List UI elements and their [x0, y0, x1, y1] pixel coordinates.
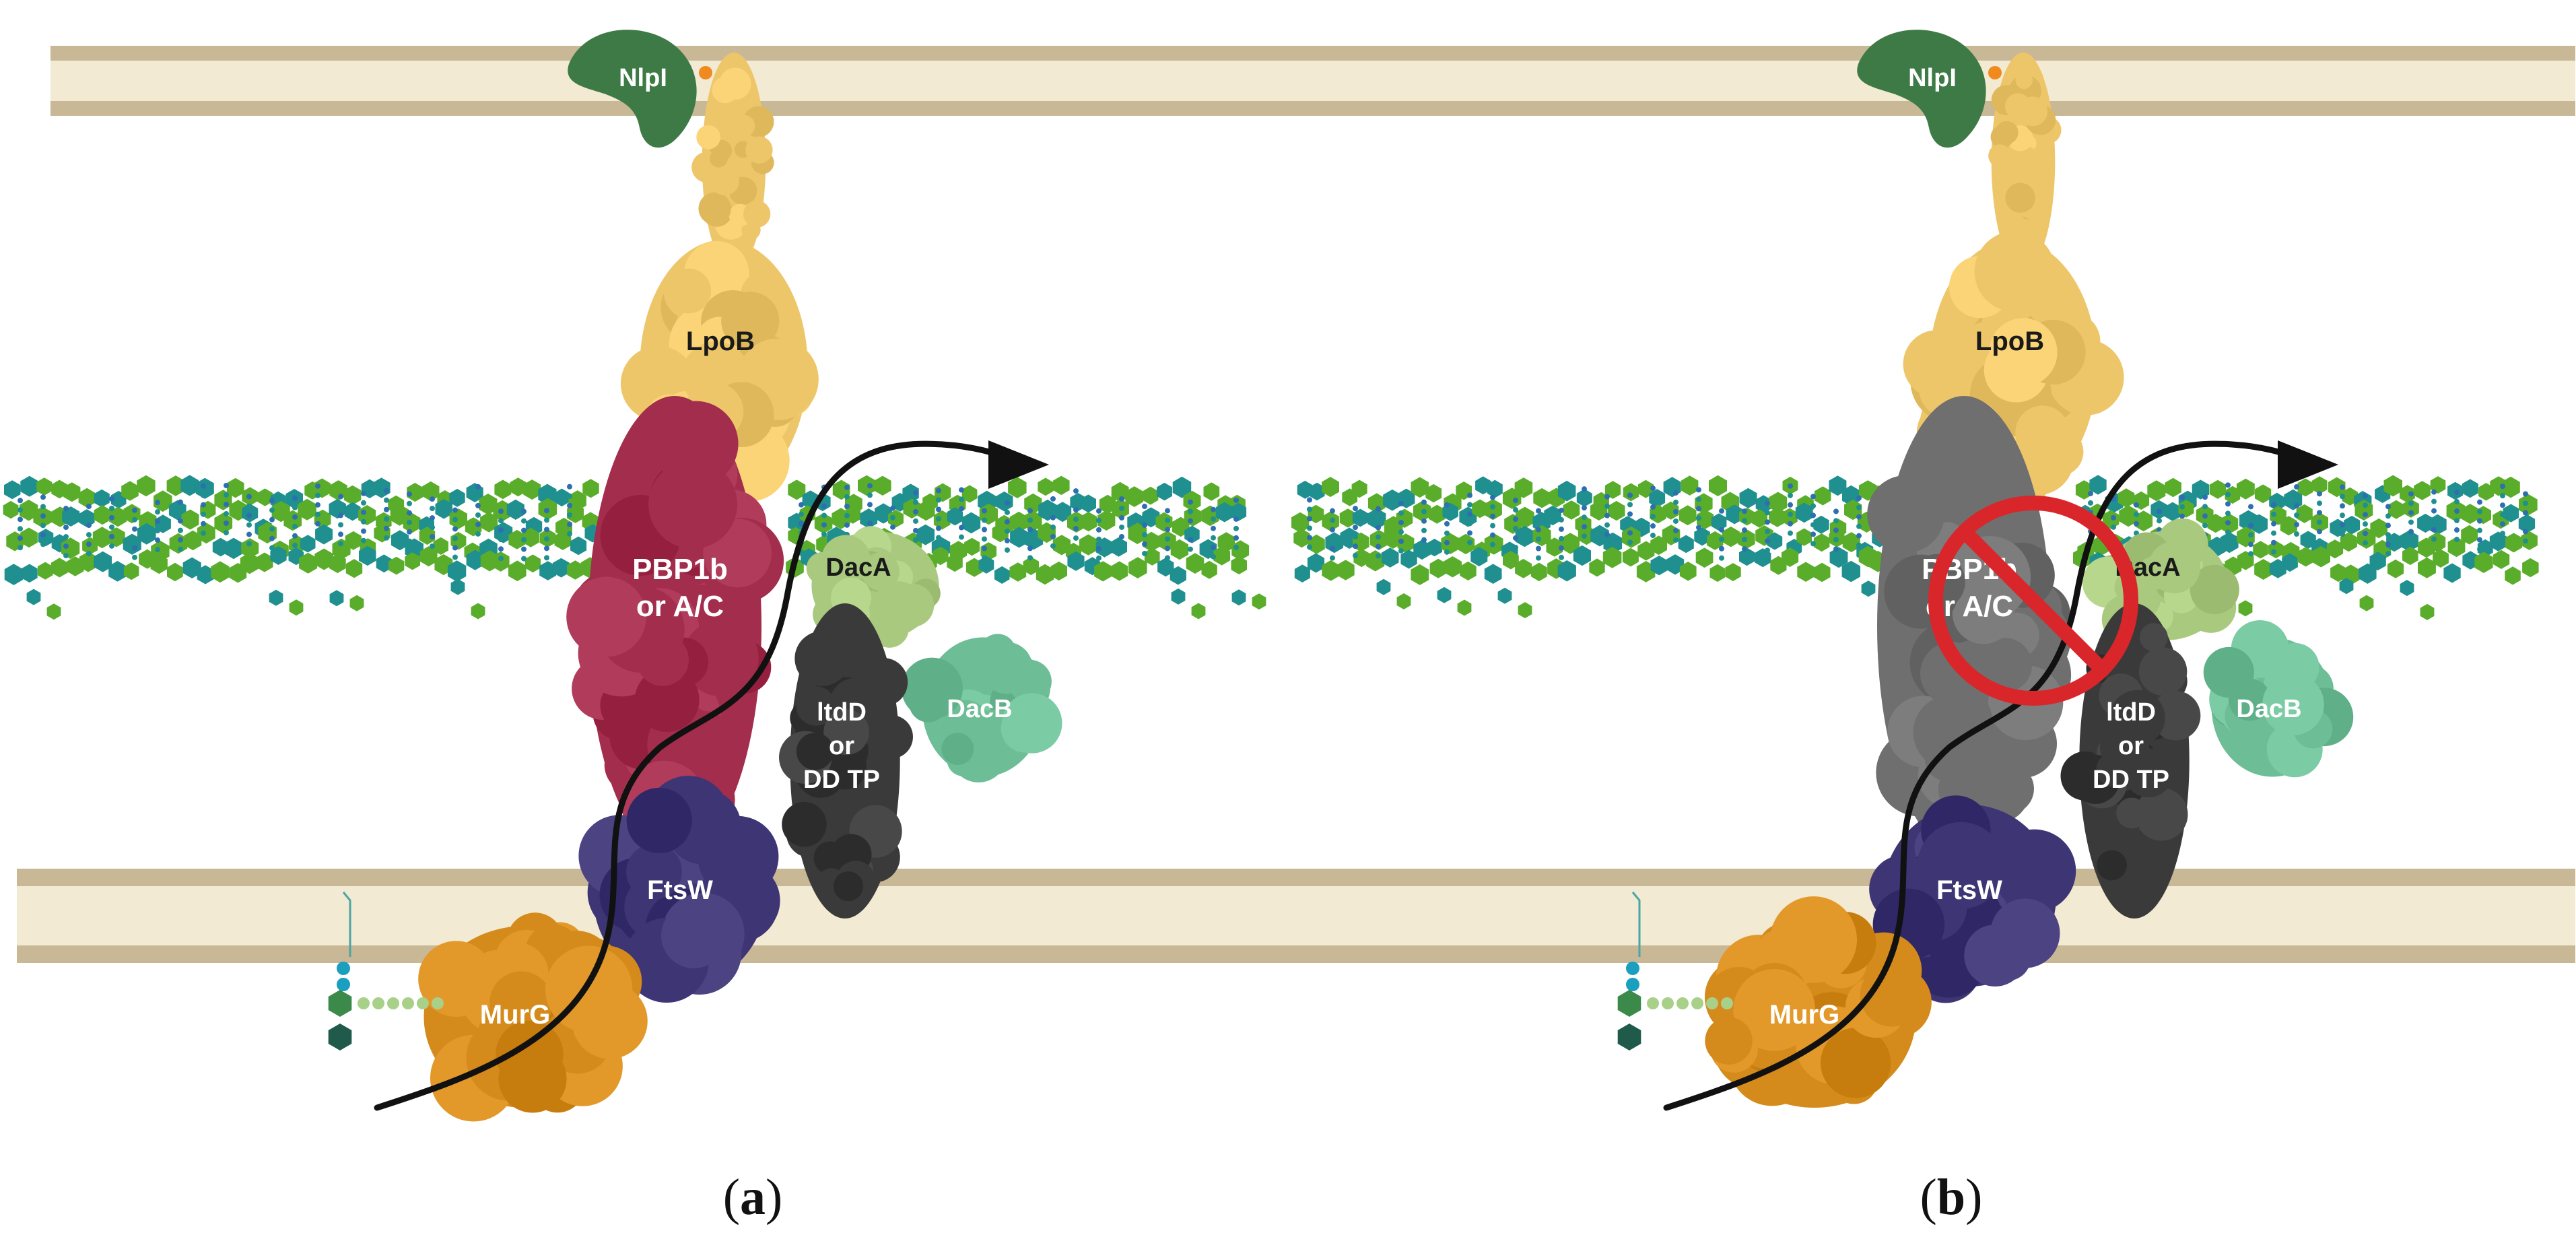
ltdd-body — [2060, 603, 2201, 918]
murg-body — [418, 912, 648, 1122]
murg-label: MurG — [480, 1000, 550, 1030]
lpob-label: LpoB — [1975, 327, 2044, 356]
dacb-label: DacB — [2236, 695, 2301, 723]
peptidoglycan-layer-left — [1291, 475, 1896, 619]
inner-membrane — [17, 869, 2575, 963]
outer-membrane — [50, 46, 2575, 116]
ltdd-label-line1: ltdD — [2106, 698, 2156, 727]
pbp1b-label-line1: PBP1b — [632, 553, 728, 586]
ftsw-label: FtsW — [1936, 875, 2002, 905]
nlpi-label: NlpI — [619, 64, 667, 92]
ftsw-protein: FtsW — [578, 776, 780, 1003]
ltdd-protein: ltdD or DD TP — [778, 603, 913, 918]
ltdd-protein: ltdD or DD TP — [2060, 603, 2201, 918]
pbp1b-protein: PBP1b or A/C — [566, 396, 784, 857]
ltdd-label-line1: ltdD — [817, 698, 867, 727]
synthesis-flow-arrow — [1663, 440, 2338, 1111]
daca-label: DacA — [825, 554, 891, 582]
ftsw-label: FtsW — [647, 875, 713, 905]
ftsw-body — [1869, 795, 2076, 1003]
peptidoglycan-layer-left — [3, 475, 601, 620]
ltdd-label-line3: DD TP — [2093, 766, 2169, 794]
ltdd-label-line2: or — [2118, 732, 2144, 760]
lipid-ii-precursor — [328, 892, 444, 1050]
synthesis-flow-arrow — [374, 440, 1049, 1111]
murg-protein: MurG — [418, 912, 648, 1122]
dacb-protein: DacB — [2203, 620, 2354, 778]
ltdd-body — [778, 603, 913, 918]
dacb-body — [901, 634, 1062, 782]
lpob-stalk — [691, 53, 774, 271]
inhibition-icon — [1928, 496, 2138, 706]
lipid-ii-precursor — [1617, 892, 1733, 1050]
pbp1b-body — [566, 396, 784, 857]
ftsw-protein: FtsW — [1869, 795, 2076, 1003]
lpob-label: LpoB — [686, 327, 755, 356]
ltdd-label-line3: DD TP — [803, 766, 880, 794]
murg-label: MurG — [1769, 1000, 1839, 1030]
panel-a: NlpI LpoB PBP1b or A/C DacA DacB ltdD or DD TP Ft… — [3, 30, 1266, 1122]
nlpi-label: NlpI — [1908, 64, 1957, 92]
murg-protein: MurG — [1704, 896, 1932, 1108]
nlpi-protein: NlpI — [568, 30, 712, 148]
ltdd-label-line2: or — [829, 732, 854, 760]
panel-caption-a: (a) — [722, 1169, 783, 1226]
panel-caption-b: (b) — [1920, 1169, 1983, 1226]
lpob-stalk — [1988, 53, 2062, 271]
pbp1b-label-line2: or A/C — [636, 590, 724, 623]
murg-body — [1704, 896, 1932, 1108]
nlpi-protein: NlpI — [1857, 30, 2002, 148]
dacb-body — [2203, 620, 2354, 778]
ftsw-body — [578, 776, 780, 1003]
dacb-label: DacB — [947, 695, 1012, 723]
dacb-protein: DacB — [901, 634, 1062, 782]
